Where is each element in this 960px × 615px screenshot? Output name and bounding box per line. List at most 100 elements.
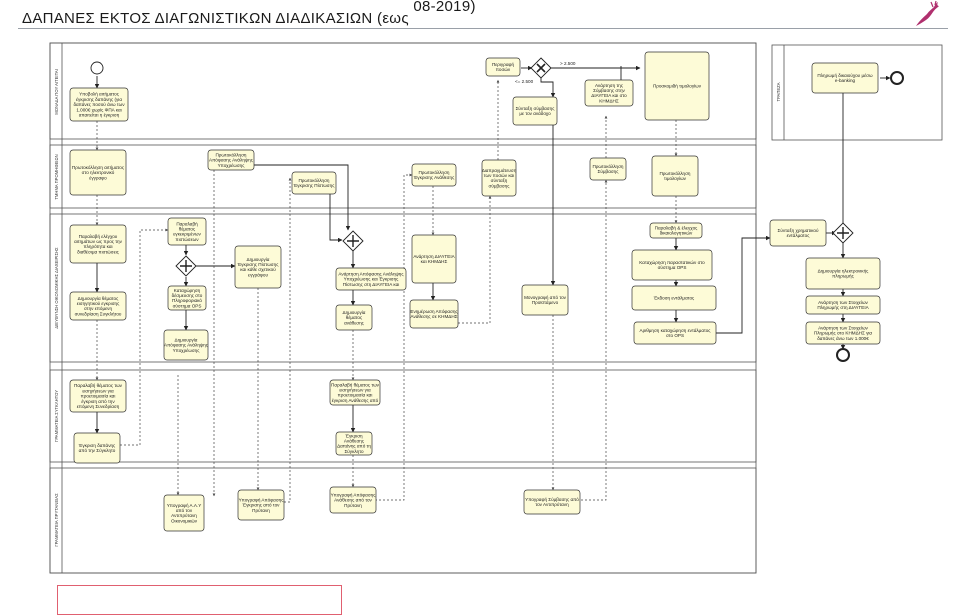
lane-requesting-unit xyxy=(49,42,757,140)
task-box xyxy=(69,379,127,413)
pool-university xyxy=(49,42,757,574)
task-node: Έκδοση εντάλματος xyxy=(631,285,717,311)
task-box xyxy=(207,149,255,171)
task-box xyxy=(811,62,879,94)
task-box xyxy=(631,285,717,311)
lane-label-6: ΤΡΑΠΕΖΑ xyxy=(776,82,781,101)
task-box xyxy=(584,79,634,107)
task-box xyxy=(512,96,558,126)
task-box xyxy=(329,486,377,514)
task-box xyxy=(485,57,521,77)
page-title: ΔΑΠΑΝΕΣ ΕΚΤΟΣ ΔΙΑΓΩΝΙΣΤΙΚΩΝ ΔΙΑΔΙΚΑΣΙΩΝ … xyxy=(22,0,476,28)
task-box xyxy=(163,329,209,361)
gateway-label-upper: > 2.500 xyxy=(560,61,576,66)
title-date: 08-2019) xyxy=(413,0,476,15)
legend-note-box xyxy=(57,585,342,615)
parallel-gateway-2 xyxy=(342,230,364,252)
deer-logo-icon xyxy=(912,0,942,33)
task-label: Έκδοση εντάλματος xyxy=(653,295,695,301)
lane-rectorate xyxy=(49,467,757,574)
lane-label-5: ΓΡΑΜΜΑΤΕΙΑ ΠΡΥΤΑΝΕΙΑΣ xyxy=(54,493,59,547)
exclusive-gateway xyxy=(530,57,552,79)
task-box xyxy=(329,379,381,406)
task-box xyxy=(769,219,827,247)
task-box xyxy=(69,149,127,196)
title-main: ΔΑΠΑΝΕΣ ΕΚΤΟΣ ΔΙΑΓΩΝΙΣΤΙΚΩΝ ΔΙΑΔΙΚΑΣΙΩΝ … xyxy=(22,10,409,27)
task-box xyxy=(335,431,373,456)
task-box xyxy=(805,295,881,315)
title-divider xyxy=(18,28,948,29)
task-box xyxy=(651,155,699,197)
task-box xyxy=(335,267,407,291)
task-label: Προσκομιδή τιμολογίων xyxy=(653,83,702,89)
task-box xyxy=(69,291,127,321)
pool-bank xyxy=(771,44,943,141)
task-box xyxy=(644,51,710,121)
task-box xyxy=(633,321,717,345)
message-flows xyxy=(95,79,678,503)
task-box xyxy=(167,285,207,311)
bpmn-diagram: ΜΟΝΑΔΑ ΠΟΥ ΑΙΤΕΙΤΑΙ ΤΜΗΜΑ ΠΡΟΜΗΘΕΙΩΝ ΔΙΕ… xyxy=(49,42,943,574)
task-box xyxy=(649,222,703,239)
task-box xyxy=(409,299,459,329)
task-box xyxy=(411,163,457,187)
lane-finance xyxy=(49,213,757,363)
lane-label-1: ΜΟΝΑΔΑ ΠΟΥ ΑΙΤΕΙΤΑΙ xyxy=(54,69,59,115)
end-event-finance xyxy=(836,348,850,362)
sequence-flows xyxy=(94,65,891,434)
end-event-bank xyxy=(890,71,904,85)
task-box xyxy=(589,157,627,181)
task-box xyxy=(167,217,207,246)
task-box xyxy=(523,489,581,515)
task-box xyxy=(237,489,285,521)
task-box xyxy=(805,321,881,345)
